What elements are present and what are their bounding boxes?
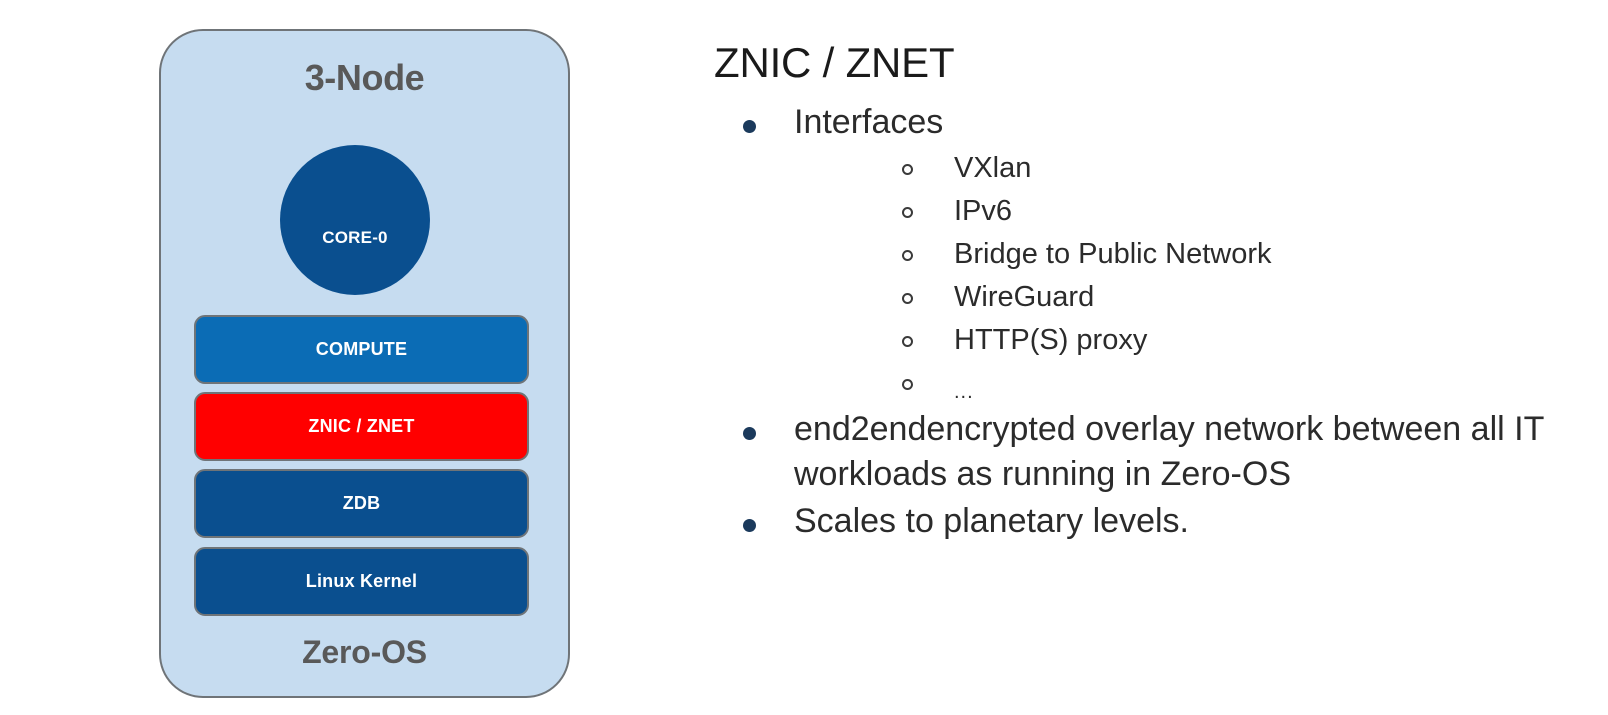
bullet-label: end2endencrypted overlay network between… [794, 409, 1544, 494]
core-node-label: CORE-0 [322, 228, 388, 247]
sub-bullet-label: WireGuard [954, 281, 1095, 314]
layer-box-zdb: ZDB [194, 469, 529, 538]
layer-label-linux-kernel: Linux Kernel [305, 571, 418, 591]
sub-bullet-item: HTTP(S) proxy [794, 319, 1554, 362]
node-footer-label: Zero-OS [302, 634, 427, 670]
sub-bullet-item: ... [794, 362, 1554, 405]
sub-bullet-label: Bridge to Public Network [954, 238, 1272, 271]
bullet-dot-icon [743, 426, 756, 440]
sub-bullet-item: Bridge to Public Network [794, 233, 1554, 276]
sub-bullet-item: VXlan [794, 147, 1554, 190]
bullet-ring-icon [902, 164, 913, 176]
layer-box-linux-kernel: Linux Kernel [194, 547, 529, 616]
sub-bullet-label: HTTP(S) proxy [954, 324, 1148, 357]
bullet-label: Scales to planetary levels. [794, 502, 1189, 541]
bullet-ring-icon [902, 250, 913, 262]
bullet-item: end2endencrypted overlay network between… [714, 407, 1554, 497]
sub-bullet-item: WireGuard [794, 276, 1554, 319]
bullet-dot-icon [743, 519, 756, 533]
page-title: ZNIC / ZNET [714, 39, 955, 86]
sub-bullet-label: IPv6 [954, 195, 1013, 228]
layer-label-zdb: ZDB [342, 493, 381, 513]
bullet-dot-icon [743, 120, 756, 134]
sub-bullet-item: IPv6 [794, 190, 1554, 233]
layer-label-compute: COMPUTE [315, 339, 408, 359]
core-node-circle: CORE-0 [280, 145, 430, 295]
node-title: 3-Node [304, 57, 425, 98]
layer-box-znic-znet: ZNIC / ZNET [194, 392, 529, 461]
sub-bullet-label: ... [954, 380, 974, 403]
bullet-item: Scales to planetary levels. [714, 499, 1554, 544]
sub-bullet-label: VXlan [954, 152, 1032, 185]
bullet-ring-icon [902, 207, 913, 219]
bullet-ring-icon [902, 378, 913, 390]
layer-label-znic-znet: ZNIC / ZNET [308, 416, 415, 436]
bullet-ring-icon [902, 293, 913, 305]
bullet-ring-icon [902, 336, 913, 348]
node-diagram-panel: 3-Node CORE-0 COMPUTE ZNIC / ZNET ZDB Li… [159, 29, 570, 698]
bullet-label: Interfaces [794, 103, 944, 142]
layer-box-compute: COMPUTE [194, 315, 529, 384]
